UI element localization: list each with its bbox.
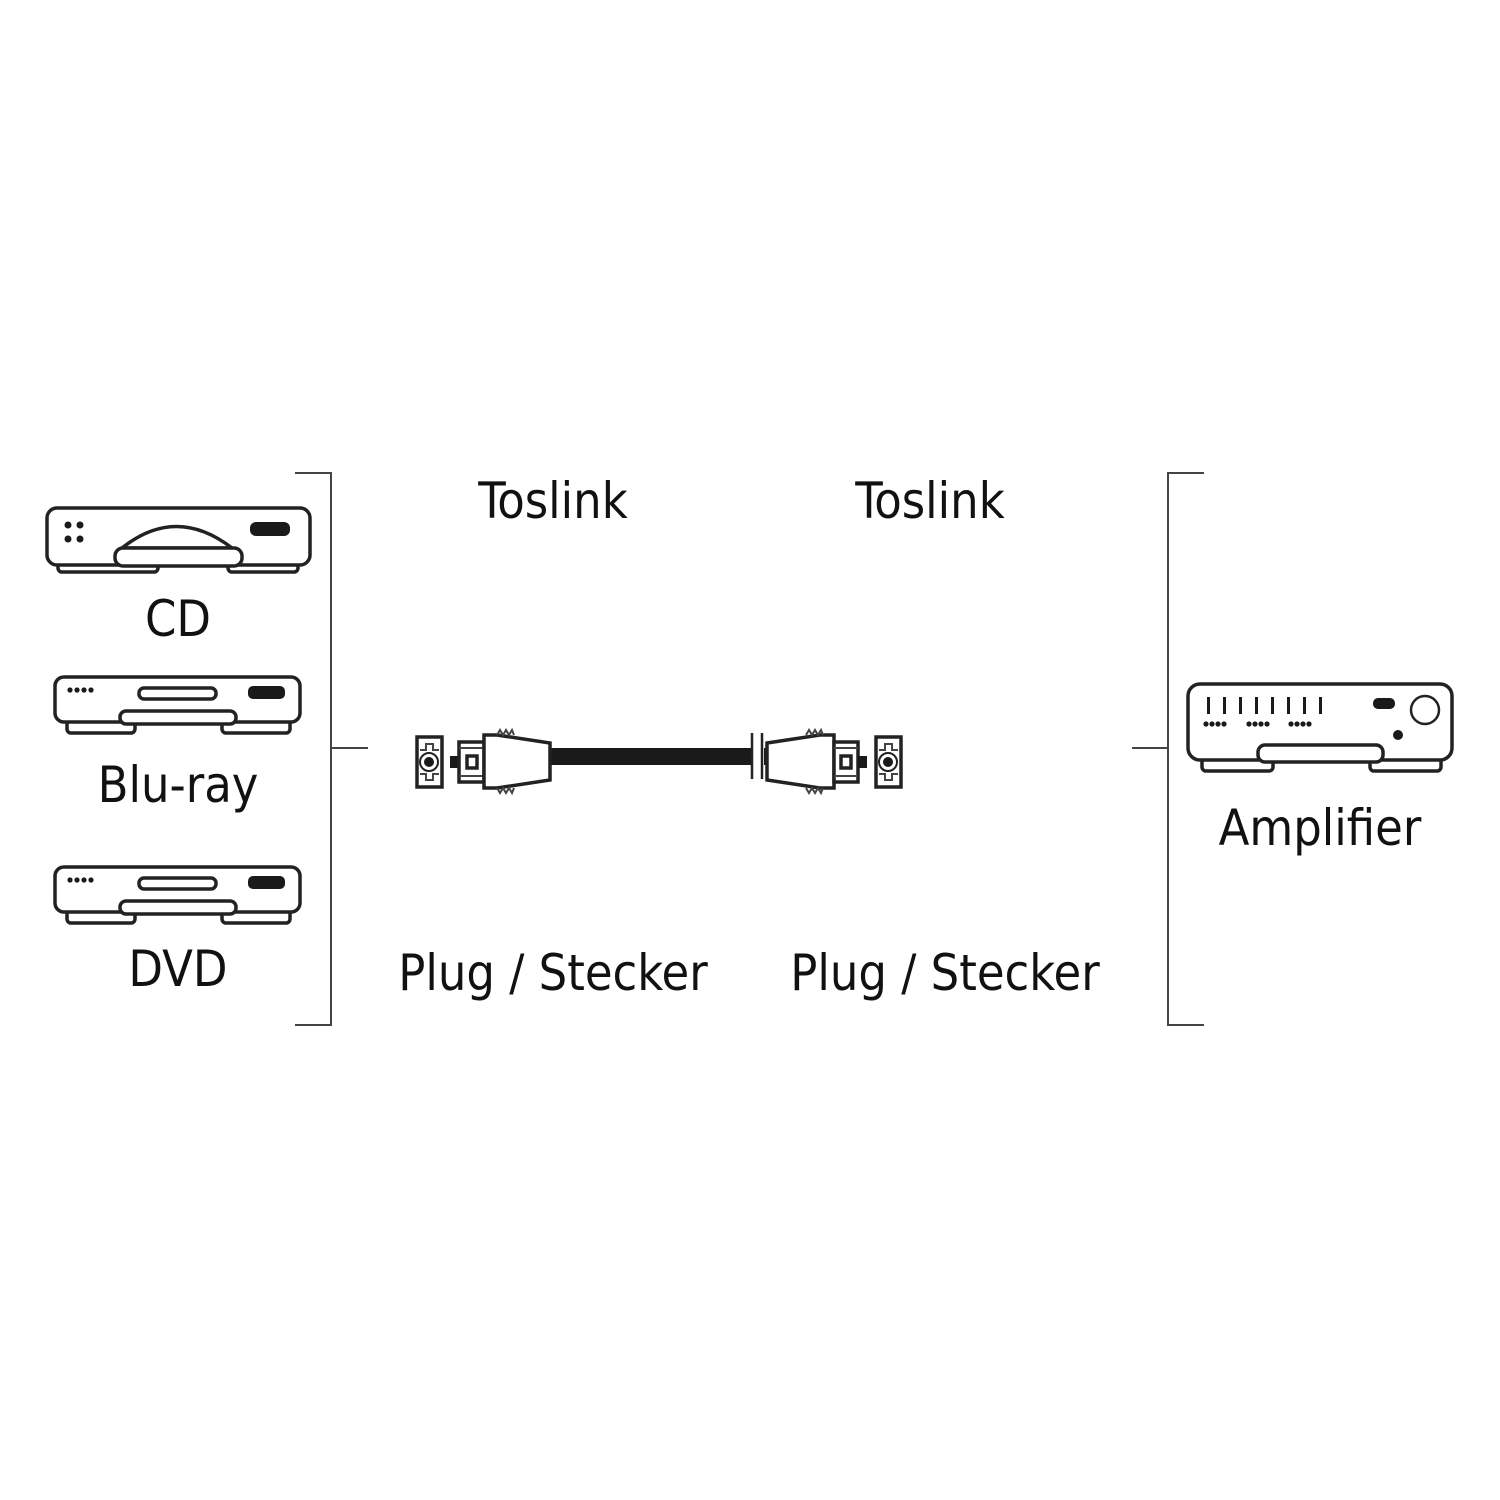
source-label-cd: CD xyxy=(145,590,211,648)
amplifier-icon xyxy=(1186,682,1454,773)
source-label-dvd: DVD xyxy=(128,940,227,998)
toslink-cable-icon xyxy=(415,727,903,796)
right-connector-gender: Plug / Stecker xyxy=(790,944,1100,1002)
left-plug-icon xyxy=(415,727,552,796)
right-plug-icon xyxy=(765,727,903,796)
left-connector-type: Toslink xyxy=(477,472,628,530)
right-connector-type: Toslink xyxy=(854,472,1005,530)
target-label-amplifier: Amplifier xyxy=(1219,799,1422,857)
bluray-player-icon xyxy=(53,675,302,735)
left-bracket xyxy=(295,472,368,1026)
dvd-player-icon xyxy=(53,865,302,925)
source-label-bluray: Blu-ray xyxy=(98,756,259,814)
right-bracket xyxy=(1132,472,1204,1026)
cd-player-icon xyxy=(45,506,312,574)
left-connector-gender: Plug / Stecker xyxy=(398,944,708,1002)
